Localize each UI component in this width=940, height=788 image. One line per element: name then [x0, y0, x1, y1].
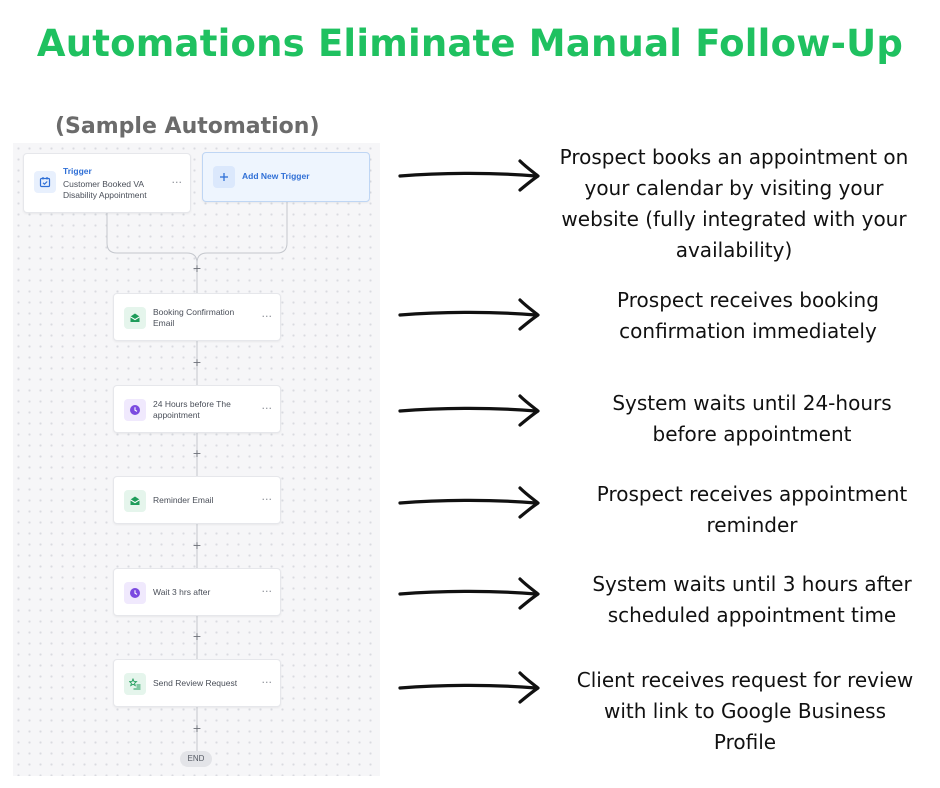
more-options-icon[interactable]: ··· [261, 675, 273, 689]
description-line: website (fully integrated with your [561, 207, 907, 231]
description-line: Prospect receives appointment [596, 482, 908, 506]
arrow-right-icon [398, 394, 540, 427]
clock-icon [124, 399, 146, 421]
description-line: Client receives request for review [576, 668, 914, 692]
add-step-button[interactable]: + [192, 262, 202, 275]
step-label-line: appointment [153, 410, 200, 420]
add-step-button[interactable]: + [192, 630, 202, 643]
description-line: reminder [706, 513, 798, 537]
description-line: before appointment [652, 422, 852, 446]
more-options-icon[interactable]: ··· [171, 175, 183, 189]
sample-automation-subtitle: (Sample Automation) [55, 114, 320, 139]
description-block: Prospect books an appointment on your ca… [530, 142, 938, 266]
arrow-right-icon [398, 159, 540, 192]
add-step-button[interactable]: + [192, 447, 202, 460]
arrow-right-icon [398, 486, 540, 519]
add-step-button[interactable]: + [192, 722, 202, 735]
arrow-right-icon [398, 577, 540, 610]
end-marker: END [180, 751, 212, 767]
page-title: Automations Eliminate Manual Follow-Up [36, 22, 904, 65]
description-line: Prospect books an appointment on [559, 145, 909, 169]
more-options-icon[interactable]: ··· [261, 309, 273, 323]
plus-icon [213, 166, 235, 188]
description-line: Prospect receives booking [617, 288, 879, 312]
step-send-review-request[interactable]: Send Review Request ··· [113, 659, 281, 707]
trigger-label: Customer Booked VA Disability Appointmen… [63, 179, 173, 201]
step-wait-24-hours[interactable]: 24 Hours before The appointment ··· [113, 385, 281, 433]
add-new-trigger-button[interactable]: Add New Trigger [202, 152, 370, 202]
arrow-right-icon [398, 298, 540, 331]
description-line: confirmation immediately [619, 319, 877, 343]
description-block: Client receives request for review with … [552, 665, 938, 758]
add-new-trigger-label: Add New Trigger [242, 171, 310, 181]
workflow-connectors [106, 202, 288, 751]
email-icon [124, 307, 146, 329]
step-label: Wait 3 hrs after [153, 587, 211, 597]
add-step-button[interactable]: + [192, 539, 202, 552]
more-options-icon[interactable]: ··· [261, 492, 273, 506]
description-line: System waits until 24-hours [612, 391, 892, 415]
step-label: Booking Confirmation Email [153, 307, 253, 329]
more-options-icon[interactable]: ··· [261, 401, 273, 415]
clock-icon [124, 582, 146, 604]
step-wait-3-hrs-after[interactable]: Wait 3 hrs after ··· [113, 568, 281, 616]
trigger-card[interactable]: Trigger Customer Booked VA Disability Ap… [23, 153, 191, 213]
trigger-kind-label: Trigger [63, 166, 92, 176]
description-line: System waits until 3 hours after [592, 572, 912, 596]
step-label: 24 Hours before The appointment [153, 399, 253, 421]
arrow-right-icon [398, 671, 540, 704]
description-line: your calendar by visiting your [584, 176, 884, 200]
calendar-check-icon [34, 171, 56, 193]
description-block: Prospect receives booking confirmation i… [548, 285, 940, 347]
description-block: Prospect receives appointment reminder [552, 479, 940, 541]
step-label-line: Email [153, 318, 175, 328]
step-label: Send Review Request [153, 678, 238, 688]
step-reminder-email[interactable]: Reminder Email ··· [113, 476, 281, 524]
add-step-button[interactable]: + [192, 356, 202, 369]
description-block: System waits until 3 hours after schedul… [552, 569, 940, 631]
description-line: Profile [713, 730, 777, 754]
trigger-label-line: Disability Appointment [63, 190, 147, 200]
more-options-icon[interactable]: ··· [261, 584, 273, 598]
step-label-line: Booking Confirmation [153, 307, 235, 317]
step-booking-confirmation-email[interactable]: Booking Confirmation Email ··· [113, 293, 281, 341]
trigger-label-line: Customer Booked VA [63, 179, 145, 189]
workflow-canvas[interactable]: Trigger Customer Booked VA Disability Ap… [13, 143, 380, 776]
step-label: Reminder Email [153, 495, 214, 505]
star-list-icon [124, 673, 146, 695]
description-line: with link to Google Business [603, 699, 887, 723]
description-line: availability) [675, 238, 793, 262]
description-line: scheduled appointment time [607, 603, 897, 627]
step-label-line: 24 Hours before The [153, 399, 231, 409]
email-icon [124, 490, 146, 512]
description-block: System waits until 24-hours before appoi… [552, 388, 940, 450]
